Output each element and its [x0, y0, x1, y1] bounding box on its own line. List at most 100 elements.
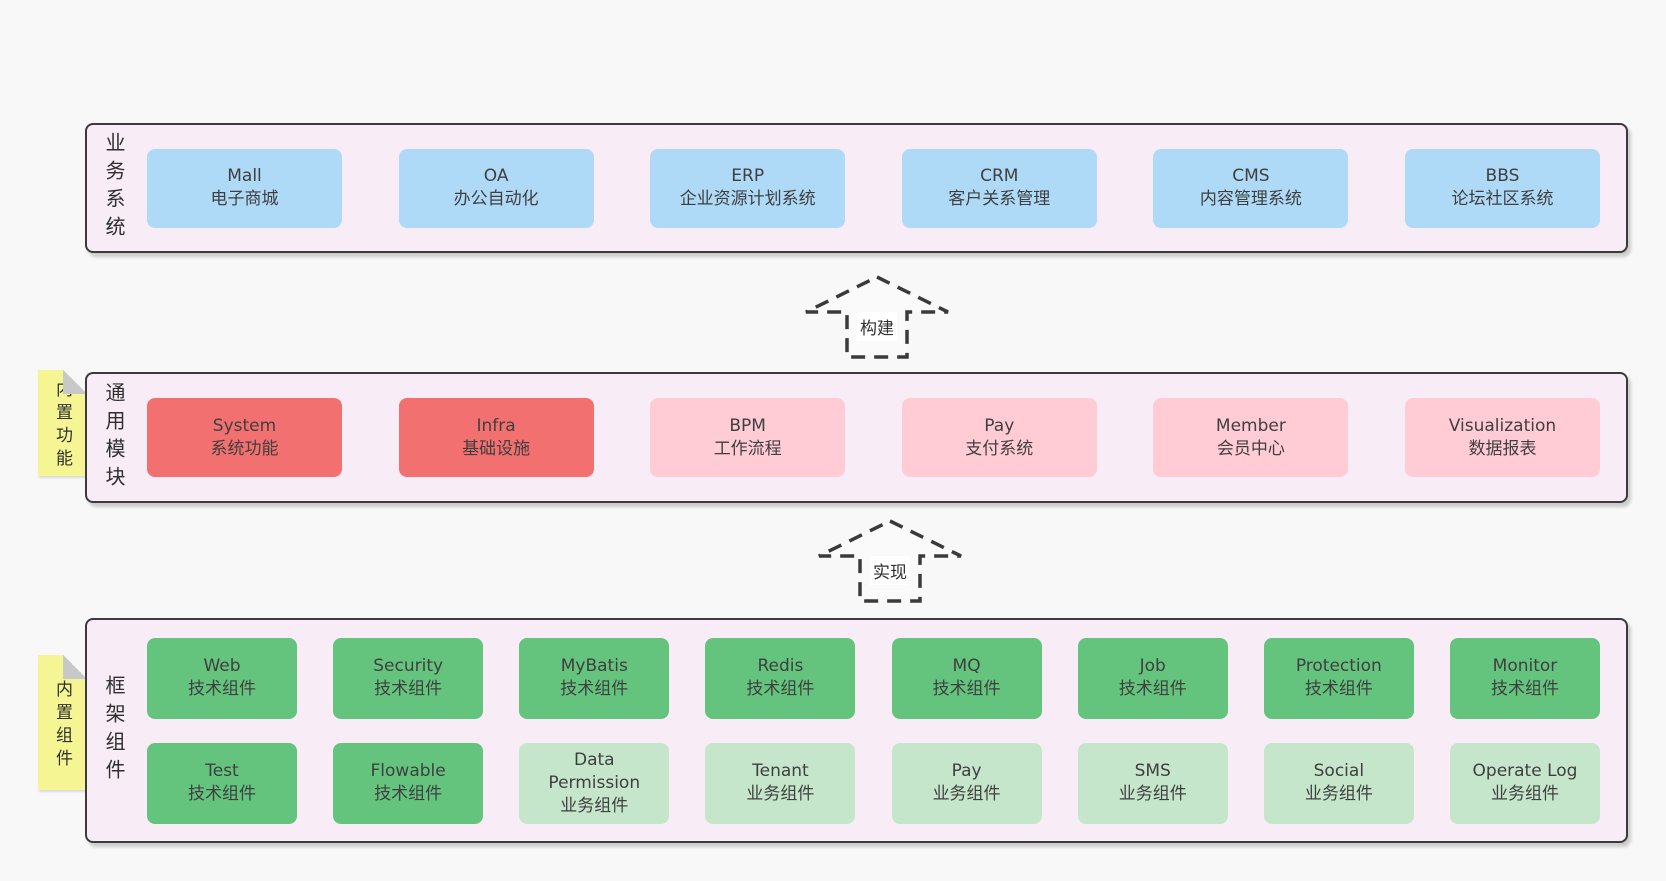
arrow-implement-label: 实现	[870, 556, 910, 585]
box-desc: 业务组件	[1490, 784, 1559, 804]
box-name: System	[212, 415, 277, 436]
box-desc: 企业资源计划系统	[679, 189, 816, 209]
box-desc: 论坛社区系统	[1451, 189, 1554, 209]
box-redis: Redis 技术组件	[705, 637, 856, 719]
box-row: Mall 电子商城 OA 办公自动化 ERP 企业资源计划系统 CRM 客户关系管理 CMS 内容…	[147, 148, 1600, 228]
box-desc: 数据报表	[1468, 438, 1537, 459]
box-mq: MQ 技术组件	[891, 637, 1042, 719]
box-desc: 技术组件	[1490, 679, 1559, 699]
box-name: Monitor	[1492, 656, 1558, 676]
box-desc: 办公自动化	[453, 189, 539, 209]
box-desc: 系统功能	[210, 438, 279, 459]
box-name: Mall	[227, 166, 262, 186]
box-name: Job	[1139, 656, 1166, 676]
box-name: ERP	[731, 166, 765, 186]
box-desc: 电子商城	[210, 189, 279, 209]
box-name: BPM	[729, 415, 766, 436]
box-name: MQ	[952, 656, 981, 676]
box-desc: 会员中心	[1216, 438, 1285, 459]
box-tenant: Tenant 业务组件	[705, 742, 856, 824]
box-oa: OA 办公自动化	[398, 148, 594, 228]
box-desc: 业务组件	[932, 784, 1001, 804]
box-test: Test 技术组件	[147, 742, 297, 824]
box-desc: 基础设施	[462, 438, 531, 459]
sticky-note-text: 内置组件	[52, 679, 72, 772]
box-desc: 技术组件	[1118, 679, 1187, 699]
box-desc: 工作流程	[713, 438, 782, 459]
layer-label: 通用模块	[102, 381, 126, 494]
box-name: Web	[203, 656, 241, 676]
box-name: Tenant	[752, 761, 809, 781]
box-desc: 业务组件	[1118, 784, 1187, 804]
box-name: Pay	[984, 415, 1015, 436]
box-crm: CRM 客户关系管理	[901, 148, 1097, 228]
box-desc: 技术组件	[188, 679, 256, 699]
box-name: Data Permission	[548, 749, 641, 793]
box-desc: 技术组件	[374, 679, 443, 699]
box-name: Member	[1215, 415, 1286, 436]
box-sms: SMS 业务组件	[1077, 742, 1228, 824]
box-name: CRM	[980, 166, 1019, 186]
box-name: BBS	[1485, 166, 1520, 186]
box-bbs: BBS 论坛社区系统	[1404, 148, 1600, 228]
box-name: Pay	[951, 761, 982, 781]
folded-corner-icon	[63, 655, 87, 679]
box-mall: Mall 电子商城	[147, 148, 342, 228]
box-cms: CMS 内容管理系统	[1153, 148, 1349, 228]
box-desc: 业务组件	[1304, 784, 1373, 804]
box-job: Job 技术组件	[1077, 637, 1228, 719]
box-erp: ERP 企业资源计划系统	[650, 148, 846, 228]
sticky-note-text: 内置功能	[52, 380, 72, 472]
box-desc: 业务组件	[560, 795, 629, 816]
layer-business-systems: 业务系统 Mall 电子商城 OA 办公自动化 ERP 企业资源计划系统 CRM 客户关系管理…	[85, 123, 1628, 253]
box-name: Security	[373, 656, 444, 676]
box-name: CMS	[1232, 166, 1270, 186]
box-desc: 客户关系管理	[948, 189, 1051, 209]
box-name: Operate Log	[1472, 761, 1578, 781]
box-name: Infra	[476, 415, 516, 436]
box-desc: 内容管理系统	[1199, 189, 1302, 209]
box-monitor: Monitor 技术组件	[1449, 637, 1600, 719]
arrow-build-label: 构建	[857, 312, 897, 341]
arrow-build: 构建	[802, 274, 952, 360]
sticky-note-builtin-components: 内置组件	[38, 655, 87, 790]
box-desc: 技术组件	[188, 784, 256, 804]
box-name: Redis	[757, 656, 804, 676]
box-name: Test	[205, 761, 239, 781]
box-security: Security 技术组件	[333, 637, 484, 719]
box-desc: 技术组件	[374, 784, 443, 804]
box-desc: 技术组件	[932, 679, 1001, 699]
box-pay: Pay 业务组件	[891, 742, 1042, 824]
box-desc: 业务组件	[746, 784, 815, 804]
arrow-implement: 实现	[815, 518, 965, 604]
box-name: Protection	[1295, 656, 1382, 676]
box-web: Web 技术组件	[147, 637, 297, 719]
box-operate-log: Operate Log 业务组件	[1449, 742, 1600, 824]
box-name: SMS	[1134, 761, 1171, 781]
box-name: Visualization	[1448, 415, 1557, 436]
box-desc: 支付系统	[965, 438, 1034, 459]
box-name: OA	[483, 166, 509, 186]
box-name: MyBatis	[560, 656, 628, 676]
box-desc: 技术组件	[746, 679, 815, 699]
layer-label: 业务系统	[102, 132, 126, 244]
